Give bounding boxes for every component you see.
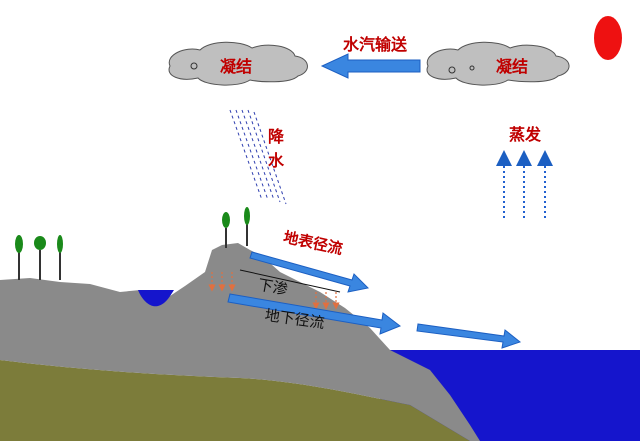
- precipitation-lines: [229, 109, 287, 205]
- trees-left: [15, 235, 63, 280]
- ground-surface-line: [239, 269, 341, 293]
- precipitation-label-1: 降: [268, 127, 285, 146]
- vapor-transport-label: 水汽输送: [343, 35, 408, 54]
- surface-runoff-arrow: [249, 251, 370, 293]
- land-mass: [0, 243, 480, 441]
- cloud-left: 凝结: [168, 41, 308, 86]
- trees-hill: [222, 207, 250, 248]
- precipitation-label-2: 水: [268, 151, 285, 170]
- surface-runoff-label: 地表径流: [282, 228, 344, 258]
- evaporation-label: 蒸发: [509, 125, 542, 144]
- cloud-right-label: 凝结: [496, 57, 528, 76]
- infiltration-label: 下渗: [257, 276, 290, 299]
- cloud-right: 凝结: [426, 41, 570, 86]
- groundwater-runoff-arrow: [227, 293, 402, 335]
- outflow-arrow: [416, 323, 522, 349]
- sun: [594, 16, 622, 60]
- infiltration-arrows: [208, 272, 340, 310]
- lake: [138, 290, 174, 307]
- vapor-transport-arrow: [320, 53, 421, 79]
- soil-layer: [0, 360, 470, 441]
- evaporation-arrows: [496, 150, 553, 218]
- cloud-left-label: 凝结: [220, 57, 252, 76]
